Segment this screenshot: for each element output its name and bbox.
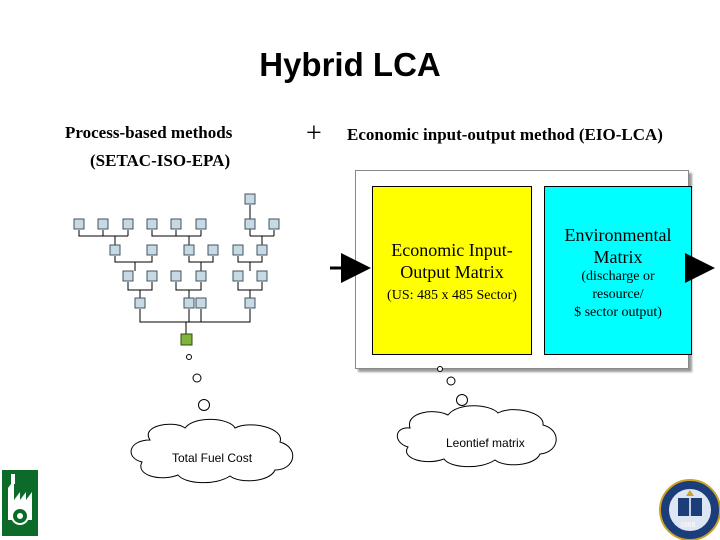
total-fuel-cost-label: Total Fuel Cost [172,451,253,465]
environmental-matrix: Environmental Matrix (discharge or resou… [544,186,692,355]
environmental-matrix-sub2: resource/ [592,287,644,302]
process-methods-heading: Process-based methods [65,123,233,142]
process-node [109,244,121,256]
total-fuel-cost-cloud [130,418,293,484]
process-tree-nodes [73,193,280,346]
process-node [232,244,244,256]
process-node [256,270,268,282]
environmental-matrix-sub3: $ sector output) [574,305,662,320]
process-node [73,218,85,230]
recycling-factory-logo [2,470,38,536]
page-title: Hybrid LCA [259,46,441,83]
thought-bubbles-left [186,354,210,411]
environmental-matrix-line2: Matrix [593,247,643,267]
eio-heading: Economic input-output method (EIO-LCA) [347,125,663,144]
process-node [134,297,146,309]
process-node [195,270,207,282]
process-node [170,218,182,230]
economic-matrix-line2: Output Matrix [400,262,504,282]
process-node [232,270,244,282]
leontief-cloud [396,405,557,468]
process-node [183,297,195,309]
thought-bubbles-right [437,366,468,406]
process-node [146,244,158,256]
process-node [244,193,256,205]
process-node [195,218,207,230]
university-seal [659,479,720,540]
environmental-matrix-line1: Environmental [564,225,672,245]
process-node [170,270,182,282]
process-node [256,244,268,256]
process-node [268,218,280,230]
economic-matrix-line1: Economic Input- [391,240,513,260]
process-node [122,270,134,282]
economic-io-matrix: Economic Input- Output Matrix (US: 485 x… [372,186,532,355]
plus-sign: + [306,118,322,149]
process-node [146,270,158,282]
environmental-matrix-sub1: (discharge or [581,269,655,284]
process-root-node [180,333,193,346]
process-node [97,218,109,230]
process-node [244,218,256,230]
process-node [195,297,207,309]
process-methods-subheading: (SETAC-ISO-EPA) [90,151,231,170]
economic-matrix-sub: (US: 485 x 485 Sector) [387,288,517,303]
process-node [146,218,158,230]
process-node [207,244,219,256]
process-node [244,297,256,309]
process-node [122,218,134,230]
process-node [183,244,195,256]
seal-year: 1868 [680,522,696,529]
leontief-matrix-label: Leontief matrix [446,436,525,450]
